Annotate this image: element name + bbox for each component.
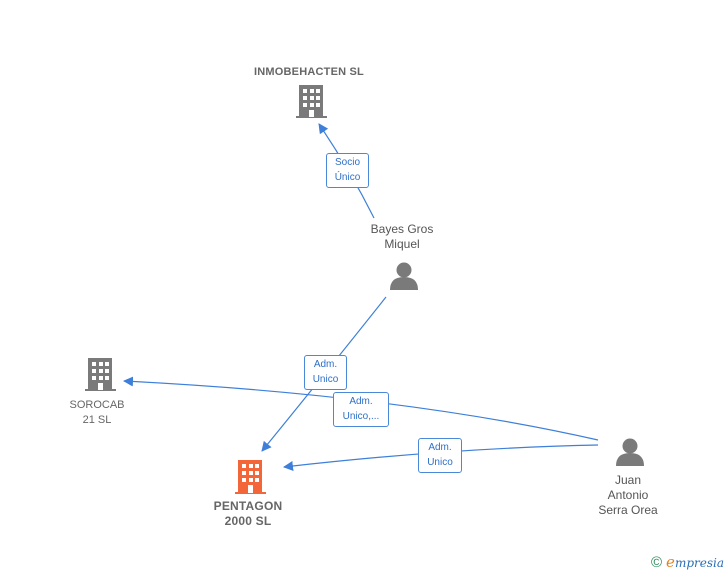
label-line: 2000 SL bbox=[224, 514, 272, 528]
node-label-inmobehacten[interactable]: INMOBEHACTEN SL bbox=[234, 65, 384, 80]
label-line: Adm. bbox=[349, 396, 373, 407]
person-icon[interactable] bbox=[616, 438, 644, 467]
label-line: Adm. bbox=[428, 442, 452, 453]
person-icon[interactable] bbox=[390, 262, 418, 291]
label-line: Miquel bbox=[384, 237, 420, 251]
label-line: Bayes Gros bbox=[370, 222, 434, 236]
label-line: Juan bbox=[614, 473, 642, 487]
edge-label-adm-unico[interactable]: Adm. Unico bbox=[418, 438, 462, 473]
node-label-sorocab[interactable]: SOROCAB 21 SL bbox=[47, 398, 147, 428]
label-line: PENTAGON bbox=[213, 499, 283, 513]
copyright-icon: © bbox=[650, 553, 663, 571]
edge-label-socio-unico[interactable]: Socio Único bbox=[326, 153, 369, 188]
brand-rest: mpresia bbox=[674, 556, 724, 570]
building-icon[interactable] bbox=[85, 358, 116, 391]
building-icon[interactable] bbox=[296, 85, 327, 118]
label-line: Unico bbox=[427, 457, 453, 468]
label-line: Socio bbox=[334, 157, 360, 168]
label-line: Unico,... bbox=[342, 411, 380, 422]
node-label-pentagon[interactable]: PENTAGON 2000 SL bbox=[198, 499, 298, 529]
label-line: Antonio bbox=[607, 488, 649, 502]
label-line: Unico bbox=[312, 374, 339, 385]
brand-logo: empresia bbox=[666, 553, 724, 571]
label-line: 21 SL bbox=[82, 414, 112, 426]
label-line: INMOBEHACTEN SL bbox=[254, 66, 364, 78]
node-label-juan[interactable]: Juan Antonio Serra Orea bbox=[578, 473, 678, 518]
building-icon-main[interactable] bbox=[235, 460, 266, 494]
label-line: Único bbox=[334, 172, 361, 183]
label-line: SOROCAB bbox=[69, 399, 125, 411]
label-line: Adm. bbox=[313, 359, 338, 370]
footer-brand[interactable]: © empresia bbox=[651, 553, 724, 571]
node-label-bayes[interactable]: Bayes Gros Miquel bbox=[352, 222, 452, 252]
label-line: Serra Orea bbox=[598, 503, 658, 517]
edge-label-adm-unico-etc[interactable]: Adm. Unico,... bbox=[333, 392, 389, 427]
brand-first-letter: e bbox=[666, 553, 675, 571]
edge-label-adm-unico[interactable]: Adm. Unico bbox=[304, 355, 347, 390]
